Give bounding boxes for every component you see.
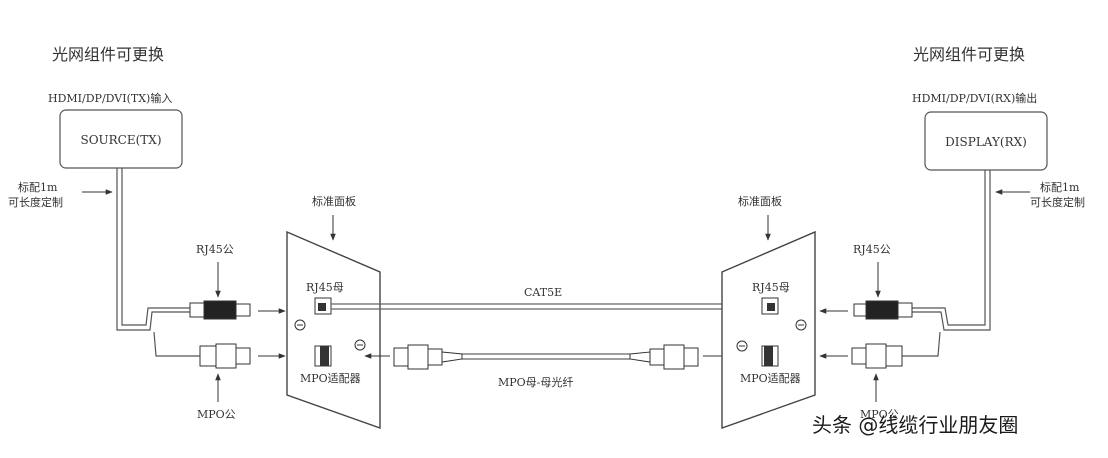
left-hdmi-cable: [116, 168, 200, 357]
right-panel-plate: [721, 230, 816, 429]
left-rj45-female-label: RJ45母: [306, 281, 344, 294]
right-mpo-male-label: MPO公: [860, 408, 899, 421]
right-plate-title: 标准面板: [738, 194, 782, 208]
left-mpo-male-label: MPO公: [197, 408, 236, 421]
cat5e-cable: [331, 303, 760, 310]
right-output-label: HDMI/DP/DVI(RX)输出: [912, 91, 1037, 105]
watermark: 头条 @线缆行业朋友圈: [812, 413, 1018, 437]
left-rj45-jack: [314, 297, 332, 315]
right-hdmi-cable: [892, 170, 991, 357]
display-device-label: DISPLAY(RX): [945, 135, 1027, 149]
display-device: DISPLAY(RX): [924, 111, 1048, 171]
left-mpo-male-connector: [199, 343, 251, 369]
left-cable-note-2: 可长度定制: [8, 195, 63, 209]
left-mpo-adapter-label: MPO适配器: [300, 372, 361, 385]
right-rj45-male-label: RJ45公: [853, 243, 891, 256]
left-panel-plate: [286, 230, 381, 429]
right-rj45-male-plug: [853, 300, 913, 320]
left-rj45-male-plug: [189, 300, 251, 320]
right-cable-note-1: 标配1m: [1040, 180, 1080, 194]
left-plate-title: 标准面板: [312, 194, 356, 208]
source-device-label: SOURCE(TX): [80, 133, 161, 147]
right-rj45-jack: [761, 297, 779, 315]
right-rj45-female-label: RJ45母: [752, 281, 790, 294]
right-mpo-male-connector: [851, 343, 903, 369]
fiber-left-plug: [393, 344, 463, 370]
right-mpo-adapter-label: MPO适配器: [740, 372, 801, 385]
left-input-label: HDMI/DP/DVI(TX)输入: [48, 91, 172, 105]
source-device: SOURCE(TX): [59, 109, 183, 169]
left-module-title: 光网组件可更换: [52, 45, 164, 64]
cat5e-label: CAT5E: [524, 286, 562, 299]
right-module-title: 光网组件可更换: [913, 45, 1025, 64]
fiber-label: MPO母-母光纤: [498, 375, 573, 389]
left-rj45-male-label: RJ45公: [196, 243, 234, 256]
left-cable-note-1: 标配1m: [18, 180, 58, 194]
right-mpo-adapter: [761, 345, 779, 367]
fiber-right-plug: [629, 344, 699, 370]
left-mpo-adapter: [314, 345, 332, 367]
mpo-fiber-cable: [393, 344, 699, 370]
right-cable-note-2: 可长度定制: [1030, 195, 1085, 209]
